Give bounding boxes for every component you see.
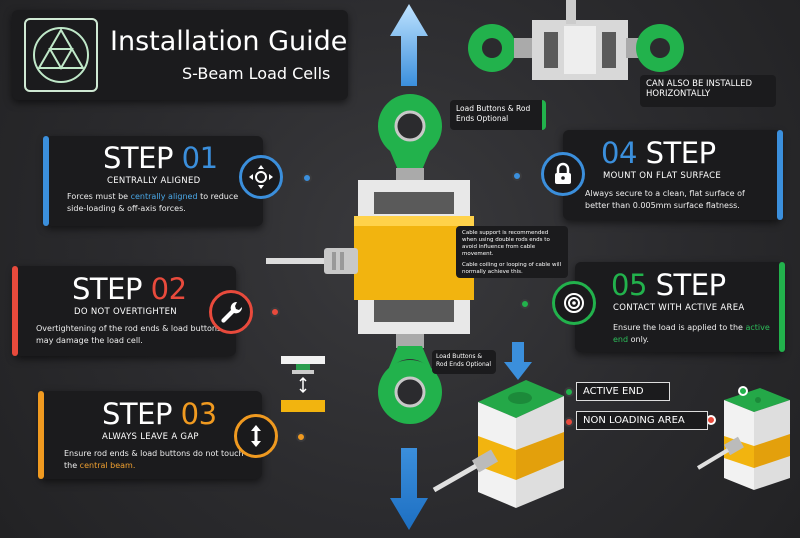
step-05-subtitle: CONTACT WITH ACTIVE AREA [613, 303, 745, 313]
step-04-body: Always secure to a clean, flat surface o… [585, 189, 745, 210]
active-end-green-dot [564, 387, 574, 397]
step-04-suffix: STEP [645, 136, 716, 170]
step-05-number: 05 [611, 268, 647, 302]
step-03-subtitle: ALWAYS LEAVE A GAP [102, 432, 199, 442]
cable-coiling-text: Cable coiling or looping of cable will n… [462, 262, 562, 275]
step-01-subtitle: CENTRALLY ALIGNED [107, 176, 201, 186]
padlock-icon [555, 162, 571, 184]
step-01-icon-ring [239, 155, 283, 199]
step-01-body-text: Forces must be [67, 192, 131, 201]
step-01-accent-bar [43, 136, 49, 226]
step-02-connector-dot [270, 307, 280, 317]
step-03-prefix: STEP [102, 397, 172, 431]
step-02-accent-bar [12, 266, 18, 356]
step-02-prefix: STEP [72, 272, 142, 306]
wrench-icon [221, 301, 243, 323]
step-03-card: STEP 03 ALWAYS LEAVE A GAP Ensure rod en… [38, 391, 262, 479]
step-03-number: 03 [180, 397, 217, 431]
step-01-card: STEP 01 CENTRALLY ALIGNED Forces must be… [43, 136, 263, 226]
step-02-card: STEP 02 DO NOT OVERTIGHTEN Overtightenin… [12, 266, 236, 356]
step-04-card: 04 STEP MOUNT ON FLAT SURFACE Always sec… [563, 130, 783, 220]
step-01-body-highlight: centrally aligned [130, 192, 198, 201]
step-05-accent-bar [779, 262, 785, 352]
step-02-body: Overtightening of the rod ends & load bu… [36, 324, 222, 345]
active-end-green-dot-right [738, 386, 748, 396]
step-01-body-text-end: to reduce side-loading & off-axis forces… [67, 192, 239, 213]
step-03-body: Ensure rod ends & load buttons do not to… [64, 448, 248, 472]
step-04-accent-bar [777, 130, 783, 220]
header-card: Installation Guide S-Beam Load Cells [12, 10, 348, 100]
step-04-icon-ring [541, 152, 585, 196]
cable-support-note: Cable support is recommended when using … [456, 226, 568, 278]
step-04-subtitle: MOUNT ON FLAT SURFACE [603, 171, 722, 181]
step-02-subtitle: DO NOT OVERTIGHTEN [74, 307, 177, 317]
crosshair-move-icon [249, 165, 273, 189]
non-loading-area-callout: NON LOADING AREA [576, 411, 708, 430]
step-05-body-text: Ensure the load is applied to the [613, 323, 746, 332]
logo [24, 18, 98, 92]
step-03-body-highlight: central beam. [79, 461, 136, 470]
step-03-title: STEP 03 [102, 400, 217, 429]
active-end-illustration [432, 342, 790, 508]
load-buttons-top-note: Load Buttons & Rod Ends Optional [450, 100, 546, 130]
step-04-number: 04 [601, 136, 637, 170]
step-05-connector-dot [520, 299, 530, 309]
step-01-body: Forces must be centrally aligned to redu… [67, 191, 253, 215]
up-arrow-icon [390, 4, 428, 86]
step-05-card: 05 STEP CONTACT WITH ACTIVE AREA Ensure … [575, 262, 785, 352]
step-05-suffix: STEP [655, 268, 726, 302]
step-03-connector-dot [296, 432, 306, 442]
step-05-body-text-end: only. [628, 335, 649, 344]
load-buttons-bottom-note: Load Buttons & Rod Ends Optional [432, 350, 496, 374]
step-01-connector-dot [302, 173, 312, 183]
step-02-number: 02 [150, 272, 187, 306]
s-beam-load-cell [266, 94, 474, 424]
step-01-number: 01 [181, 141, 218, 175]
down-arrow-icon [390, 448, 428, 530]
step-04-title: 04 STEP [601, 139, 716, 168]
horizontal-note: CAN ALSO BE INSTALLED HORIZONTALLY [640, 75, 776, 107]
step-03-icon-ring [234, 414, 278, 458]
page-subtitle: S-Beam Load Cells [182, 64, 331, 83]
triangle-logo-icon [33, 27, 89, 83]
step-05-body: Ensure the load is applied to the active… [613, 322, 773, 346]
step-03-accent-bar [38, 391, 44, 479]
step-02-icon-ring [209, 290, 253, 334]
step-05-body-highlight: active end [613, 323, 770, 344]
active-end-callout: ACTIVE END [576, 382, 670, 401]
step-02-title: STEP 02 [72, 275, 187, 304]
step-05-title: 05 STEP [611, 271, 726, 300]
gap-diagram [281, 356, 325, 412]
page-title: Installation Guide [110, 26, 348, 57]
target-icon [564, 293, 584, 313]
non-loading-red-dot [564, 417, 574, 427]
horizontal-load-cell [468, 0, 684, 80]
step-01-prefix: STEP [103, 141, 173, 175]
step-05-icon-ring [552, 281, 596, 325]
vertical-gap-arrow-icon [251, 425, 261, 447]
step-04-connector-dot [512, 171, 522, 181]
step-03-body-text: Ensure rod ends & load buttons do not to… [64, 449, 244, 470]
cable-support-text: Cable support is recommended when using … [462, 230, 550, 257]
step-01-title: STEP 01 [103, 144, 218, 173]
